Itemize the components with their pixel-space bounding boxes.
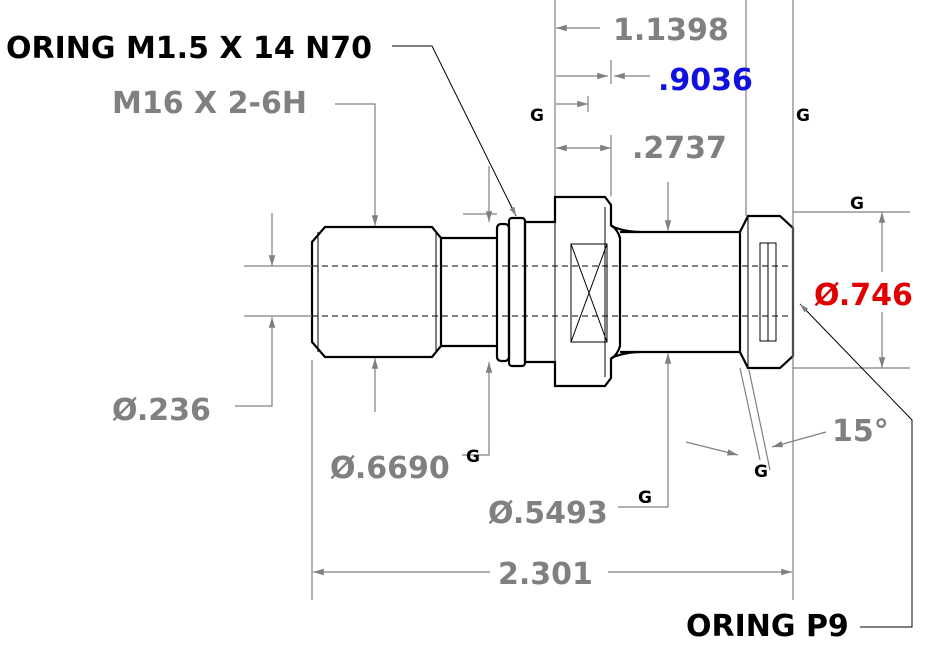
dim-746: Ø.746: [814, 278, 913, 313]
dim-1-1398: 1.1398: [613, 13, 729, 48]
threaded-end: [310, 225, 443, 359]
part-outline: [310, 195, 795, 388]
oring-top-callout: ORING M1.5 X 14 N70: [6, 31, 372, 66]
neck: [441, 236, 497, 348]
g-marker-3: G: [850, 194, 864, 214]
dim-2737: .2737: [632, 131, 727, 166]
dim-2-301: 2.301: [498, 557, 593, 592]
shank: [620, 230, 740, 354]
g-marker-2: G: [796, 106, 810, 126]
wrench-flat: [570, 243, 608, 343]
dim-angle-15: 15°: [832, 414, 889, 449]
dim-5493: Ø.5493: [488, 496, 608, 531]
collar: [523, 195, 622, 388]
oring-bottom-callout: ORING P9: [686, 609, 849, 644]
callout-leaders: [392, 45, 913, 628]
g-marker-5: G: [638, 488, 652, 508]
dim-9036: .9036: [658, 63, 753, 98]
g-marker-6: G: [754, 462, 768, 482]
dim-6690: Ø.6690: [330, 451, 450, 486]
thread-callout: M16 X 2-6H: [112, 86, 307, 121]
g-marker-4: G: [466, 447, 480, 467]
dimension-lines: [235, 0, 910, 600]
dim-236: Ø.236: [112, 393, 211, 428]
oring-groove: [495, 222, 511, 363]
oring-ring: [507, 216, 527, 368]
g-marker-1: G: [530, 106, 544, 126]
